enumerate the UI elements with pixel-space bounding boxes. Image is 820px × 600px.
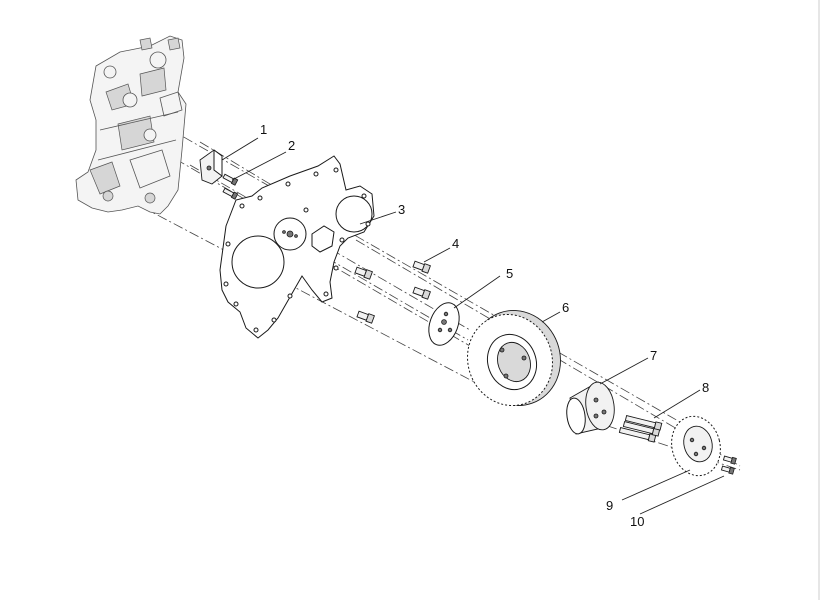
part-10-screws — [720, 455, 737, 475]
callout-8: 8 — [702, 380, 709, 395]
callout-1: 1 — [260, 122, 267, 137]
part-9-small-gear — [671, 415, 721, 477]
right-edge-border — [818, 0, 820, 600]
part-8-long-bolts — [618, 415, 663, 443]
callout-3: 3 — [398, 202, 405, 217]
leader-lines — [221, 137, 725, 515]
cover-bolt-holes — [223, 167, 371, 333]
callout-labels: 1 2 3 4 5 6 7 8 9 10 — [260, 122, 709, 529]
part-4-bolts — [354, 260, 431, 324]
callout-10: 10 — [630, 514, 644, 529]
callout-9: 9 — [606, 498, 613, 513]
callout-5: 5 — [506, 266, 513, 281]
engine-block-casting — [75, 35, 187, 215]
part-1-bracket — [199, 149, 223, 185]
part-7-hub-sleeve — [566, 381, 615, 435]
part-3-cover-plate — [219, 155, 375, 339]
callout-2: 2 — [288, 138, 295, 153]
part-5-thrust-disc — [428, 302, 460, 346]
callout-7: 7 — [650, 348, 657, 363]
part-6-idler-gear — [467, 310, 561, 407]
callout-4: 4 — [452, 236, 459, 251]
part-2-bolts — [222, 173, 239, 200]
callout-6: 6 — [562, 300, 569, 315]
